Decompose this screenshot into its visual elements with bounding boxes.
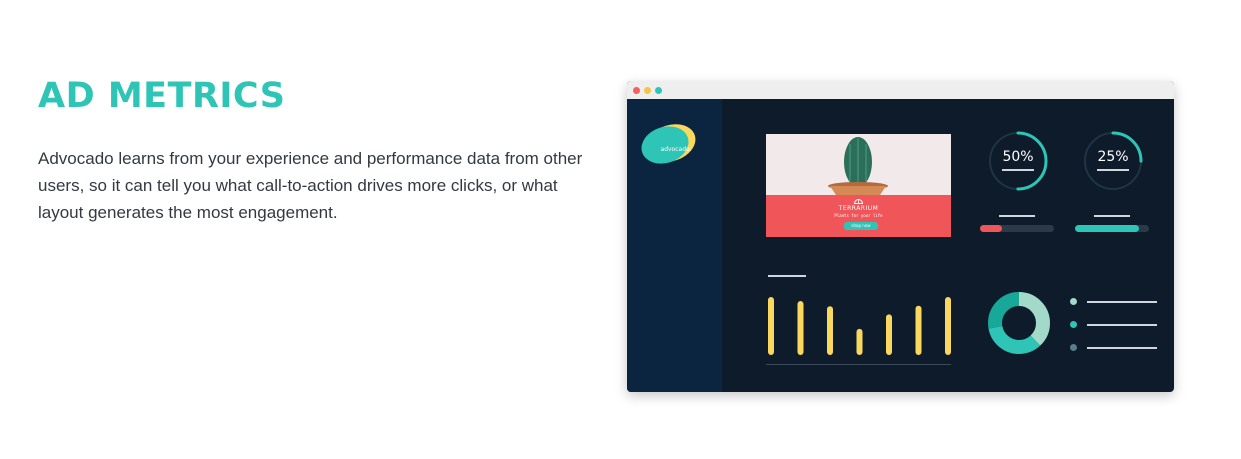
gauge-caption-line-1 [1002,169,1034,171]
window-close-button[interactable] [633,87,640,94]
ad-tagline: Plants for your life [834,213,883,218]
bar-1 [768,297,774,355]
gauge-caption-line-2 [1097,169,1129,171]
ad-shop-now-button[interactable]: shop now [844,222,878,230]
ad-preview[interactable]: TERRARIUM Plants for your life shop now [766,134,951,237]
legend-dot-1 [1070,298,1077,305]
gauge-metric-1: 50% [986,129,1050,193]
gauge-value-1: 50% [1002,149,1034,165]
charts-layer [766,275,1050,365]
bar-5 [886,314,892,355]
bar-6 [915,305,922,355]
progress-caption-line-1 [999,215,1035,217]
ad-banner: TERRARIUM Plants for your life shop now [766,195,951,237]
terrarium-logo-icon [854,199,863,204]
legend-label-line-3 [1087,347,1157,349]
logo-blob-icon [641,124,696,164]
advocado-logo[interactable]: advocado. [641,122,701,168]
window-titlebar [627,81,1174,99]
gauge-ring-2 [1083,131,1143,191]
bar-7 [945,297,951,355]
bar-chart-title-line [768,275,806,277]
cactus-photo [766,134,951,195]
legend-dot-2 [1070,321,1077,328]
gauge-ring-1 [988,131,1048,191]
window-minimize-button[interactable] [644,87,651,94]
donut-slice-2 [988,292,1050,354]
window-zoom-button[interactable] [655,87,662,94]
sidebar: advocado. [627,99,722,392]
legend-item-1 [1070,297,1165,307]
bar-4 [856,328,863,355]
bar-2 [797,301,804,355]
progress-bar-2-fill [1075,225,1140,232]
gauge-metric-2: 25% [1081,129,1145,193]
dashboard-window: advocado. TERRARIUM Plants for your life… [627,81,1174,392]
progress-bar-2 [1075,225,1149,232]
legend-item-2 [1070,320,1165,330]
legend-label-line-2 [1087,324,1157,326]
progress-bar-1 [980,225,1054,232]
bar-chart-baseline [766,364,951,365]
logo-text: advocado. [660,146,692,153]
donut-chart [988,292,1050,354]
progress-bar-1-fill [980,225,1003,232]
bar-chart [768,297,951,355]
gauge-value-2: 25% [1097,149,1129,165]
legend-item-3 [1070,343,1165,353]
legend-label-line-1 [1087,301,1157,303]
bar-3 [827,306,833,355]
progress-caption-line-2 [1094,215,1130,217]
section-description: Advocado learns from your experience and… [38,149,583,222]
section-heading: AD METRICS [38,76,286,116]
legend-dot-3 [1070,344,1077,351]
ad-brand: TERRARIUM [838,205,879,212]
donut-slice-3 [988,292,1050,354]
